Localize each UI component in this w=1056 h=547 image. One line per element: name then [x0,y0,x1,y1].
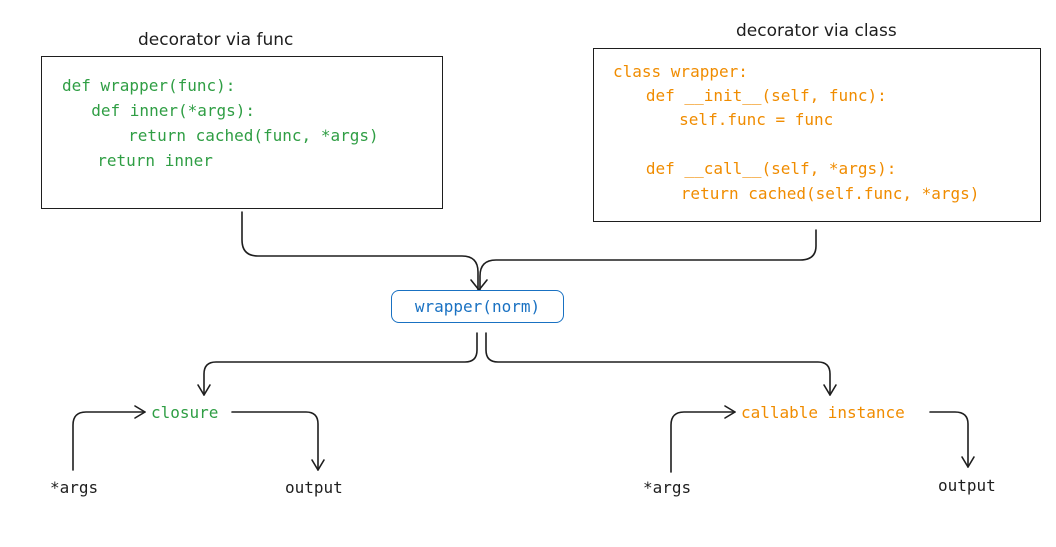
class-code-line-5: def __call__(self, *args): [617,159,897,178]
closure-output-label: output [285,478,343,497]
func-decorator-title: decorator via func [138,30,294,50]
closure-output-arrow [231,411,319,471]
class-to-wrapper-arrow [479,229,817,291]
func-code-line-1: def wrapper(func): [62,76,236,95]
func-decorator-code-box [41,56,443,209]
func-to-wrapper-arrow [241,211,479,291]
class-decorator-title: decorator via class [736,21,897,41]
class-code-line-2: def __init__(self, func): [617,86,887,105]
closure-input-arrow [72,411,146,471]
callable-input-label: *args [643,478,692,497]
callable-instance-label: callable instance [741,403,905,422]
closure-label: closure [151,403,219,422]
callable-output-label: output [938,476,996,495]
wrapper-to-closure-arrow [203,332,478,396]
class-code-line-1: class wrapper: [613,62,748,81]
func-code-line-3: return cached(func, *args) [80,126,379,145]
class-decorator-code-box [593,48,1041,222]
func-code-line-2: def inner(*args): [72,101,256,120]
class-code-line-3: self.func = func [631,110,834,129]
wrapper-to-callable-arrow [485,332,831,396]
wrapper-arrowhead [470,279,488,291]
callable-output-arrow [929,411,969,468]
closure-input-label: *args [50,478,99,497]
func-code-line-4: return inner [78,151,213,170]
class-code-line-6: return cached(self.func, *args) [623,184,980,203]
callable-input-arrow [670,411,736,473]
wrapper-norm-node: wrapper(norm) [391,290,564,323]
